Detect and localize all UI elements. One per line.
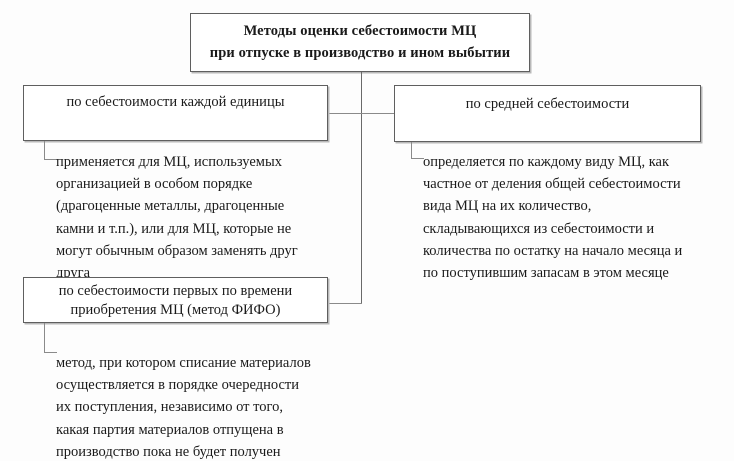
average-cost-elbow-horizontal [411, 158, 424, 159]
branch-box-unit-cost: по себестоимости каждой единицы [23, 85, 328, 141]
branch-box-fifo: по себестоимости первых по времени приоб… [23, 277, 328, 323]
branch-description-fifo: метод, при котором списание материалов о… [56, 355, 311, 460]
branch-box-average-cost-label: по средней себестоимости [465, 96, 630, 112]
fifo-elbow-horizontal [44, 352, 57, 353]
level1-horizontal-connector [328, 113, 395, 114]
fifo-horizontal-connector [328, 303, 362, 304]
branch-description-average-cost: определяется по каждому виду МЦ, как час… [423, 154, 683, 281]
branch-box-fifo-label: по себестоимости первых по времени приоб… [58, 283, 293, 318]
trunk-vertical-connector [361, 72, 362, 304]
branch-box-unit-cost-label: по себестоимости каждой единицы [66, 94, 285, 110]
branch-box-average-cost: по средней себестоимости [394, 85, 701, 142]
branch-description-unit-cost: применяется для МЦ, используемых организ… [56, 154, 298, 281]
unit-cost-elbow-horizontal [44, 159, 57, 160]
average-cost-elbow-vertical [411, 142, 412, 159]
fifo-elbow-vertical [44, 323, 45, 353]
title-box-label: Методы оценки себестоимости МЦ при отпус… [209, 23, 511, 61]
unit-cost-elbow-vertical [44, 141, 45, 160]
title-box: Методы оценки себестоимости МЦ при отпус… [190, 13, 530, 72]
